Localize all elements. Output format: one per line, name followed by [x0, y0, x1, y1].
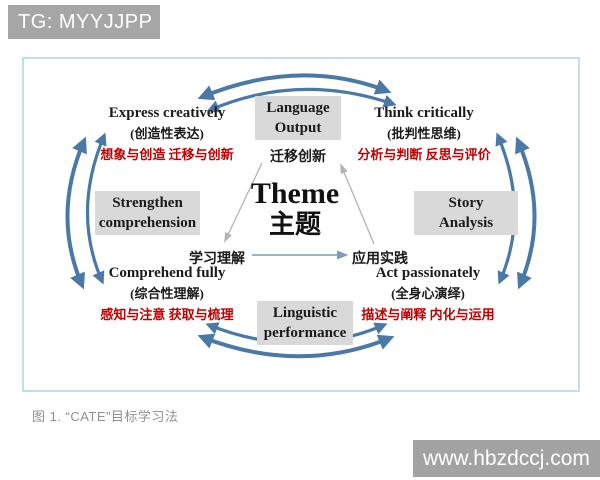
- stage-box-line: performance: [263, 325, 347, 341]
- stage-box-story-analysis: Story Analysis: [414, 191, 518, 235]
- process-label-learn: 学习理解: [189, 252, 245, 267]
- node-subtitle: (综合性理解): [130, 286, 204, 301]
- node-detail: 想象与创造 迁移与创新: [100, 147, 234, 162]
- theme-center: Theme 主题: [251, 177, 339, 240]
- node-title: Express creatively: [108, 105, 226, 121]
- source-tag-label: TG: MYYJJPP: [18, 10, 153, 33]
- node-title: Think critically: [374, 105, 474, 121]
- stage-box-line: Story: [448, 194, 484, 211]
- cate-cycle-diagram: Language Output Strengthen comprehension…: [22, 57, 580, 392]
- flow-arrow-transfer-to-learn: [224, 162, 263, 243]
- flow-arrow-apply-to-transfer: [340, 163, 375, 245]
- cycle-arc-top-inner: [206, 87, 397, 113]
- cycle-arc-top-outer: [197, 73, 392, 101]
- node-express-creatively: Express creatively (创造性表达) 想象与创造 迁移与创新: [100, 105, 233, 163]
- watermark-url: www.hbzdccj.com: [423, 446, 590, 470]
- node-think-critically: Think critically (批判性思维) 分析与判断 反思与评价: [357, 105, 490, 163]
- stage-box-line: comprehension: [98, 215, 197, 231]
- stage-box-line: Language: [266, 99, 330, 116]
- stage-box-line: Analysis: [438, 215, 494, 231]
- node-detail: 分析与判断 反思与评价: [357, 147, 491, 162]
- stage-box-strengthen-comprehension: Strengthen comprehension: [95, 191, 200, 235]
- node-subtitle: (创造性表达): [130, 126, 204, 141]
- cycle-arc-left-outer: [65, 136, 87, 290]
- node-subtitle: (批判性思维): [387, 126, 461, 141]
- node-title: Act passionately: [375, 265, 481, 281]
- theme-title: Theme: [250, 177, 340, 210]
- stage-box-line: Linguistic: [272, 304, 338, 321]
- cycle-arc-bottom-outer: [197, 333, 395, 359]
- process-label-transfer: 迁移创新: [270, 150, 326, 165]
- watermark-banner: www.hbzdccj.com: [413, 440, 600, 477]
- theme-subtitle: 主题: [268, 210, 322, 239]
- node-detail: 感知与注意 获取与梳理: [100, 307, 234, 322]
- node-detail: 描述与阐释 内化与运用: [361, 307, 495, 322]
- stage-box-line: Strengthen: [112, 194, 183, 211]
- stage-box-language-output: Language Output: [255, 96, 341, 140]
- process-label-apply: 应用实践: [352, 252, 408, 267]
- source-tag-banner: TG: MYYJJPP: [8, 5, 160, 39]
- node-comprehend-fully: Comprehend fully (综合性理解) 感知与注意 获取与梳理: [100, 265, 233, 323]
- cycle-arc-left-inner: [85, 132, 107, 285]
- cycle-arc-right-outer: [515, 136, 537, 290]
- cycle-arrows: [65, 73, 537, 359]
- figure-caption: 图 1. “CATE”目标学习法: [32, 409, 179, 424]
- node-subtitle: (全身心演绎): [391, 286, 465, 301]
- node-act-passionately: Act passionately (全身心演绎) 描述与阐释 内化与运用: [361, 265, 494, 323]
- node-title: Comprehend fully: [108, 265, 226, 281]
- stage-box-line: Output: [274, 120, 322, 136]
- stage-box-linguistic-performance: Linguistic performance: [257, 301, 353, 345]
